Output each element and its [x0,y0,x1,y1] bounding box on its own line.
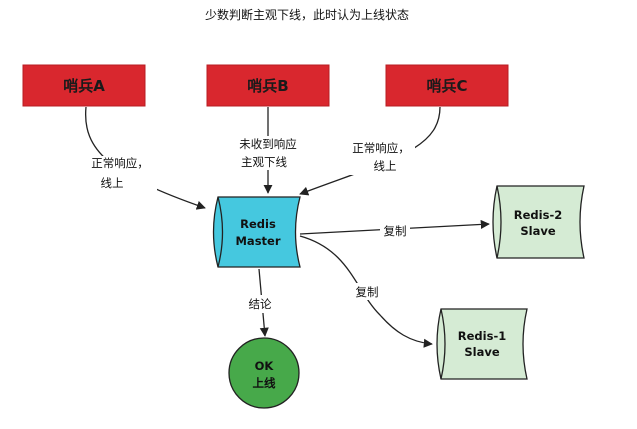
edge-label-conclusion: 结论 [249,297,272,311]
ok-label-line2: 上线 [253,376,276,390]
sentinel-b-box [206,64,330,107]
sentinel-c-node: 哨兵C [385,64,509,107]
edge-label-replicate-top-bg [380,222,410,239]
slave-redis-1-node: Redis-1 Slave [436,308,528,380]
edge-label-c-line2: 线上 [374,159,397,173]
edge-master-to-redis-1 [299,235,433,348]
sentinel-a-box [22,64,146,107]
slave-redis-2-label-line2: Slave [520,224,555,238]
ok-label-line1: OK [255,359,275,373]
sentinel-b-node: 哨兵B [206,64,330,107]
sentinel-b-label: 哨兵B [247,77,288,95]
edge-label-a-line2: 线上 [101,176,124,190]
edge-label-a-bg [85,156,157,192]
edge-label-b-bg [228,136,308,170]
master-shape [212,196,301,268]
edge-label-b-line1: 未收到响应 [239,137,297,151]
sentinel-a-node: 哨兵A [22,64,146,107]
slave-redis-2-label-line1: Redis-2 [514,208,562,222]
edge-label-c-bg [345,141,415,175]
slave-redis-1-shape [436,308,528,380]
ok-node: OK 上线 [228,337,300,409]
sentinel-c-box [385,64,509,107]
slave-redis-2-shape [492,185,585,259]
edge-label-replicate-bottom: 复制 [356,285,379,299]
edge-label-conclusion-bg [244,295,276,313]
edge-label-a-line1: 正常响应， [91,156,149,170]
master-label-line2: Master [235,234,280,248]
slave-redis-2-node: Redis-2 Slave [492,185,585,259]
sentinel-c-label: 哨兵C [426,77,467,95]
master-node: Redis Master [212,196,301,268]
slave-redis-1-label-line2: Slave [464,345,499,359]
edge-label-c-line1: 正常响应， [352,141,410,155]
diagram-title: 少数判断主观下线，此时认为上线状态 [205,7,409,22]
sentinel-a-label: 哨兵A [63,77,105,95]
slave-redis-1-label-line1: Redis-1 [458,329,506,343]
edge-label-b-line2: 主观下线 [241,155,287,169]
ok-circle [228,337,300,409]
edge-label-replicate-top: 复制 [384,224,407,238]
edge-label-replicate-bottom-bg [353,283,381,300]
master-label-line1: Redis [240,217,276,231]
